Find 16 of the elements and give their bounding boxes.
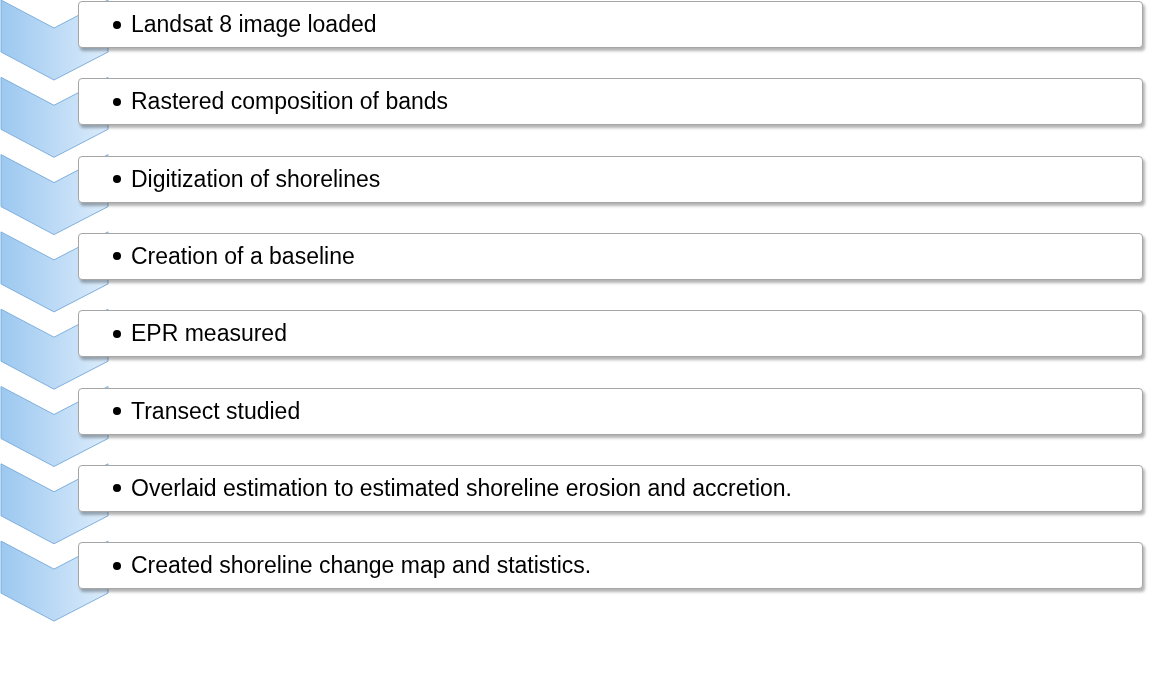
step-box <box>78 310 1143 358</box>
step-box <box>78 387 1143 435</box>
step-box <box>78 542 1143 590</box>
step-text: Created shoreline change map and statistics. <box>131 552 592 580</box>
step-text: Rastered composition of bands <box>131 88 449 116</box>
step-text: Transect studied <box>131 397 301 425</box>
step-text: EPR measured <box>131 320 287 348</box>
step-box <box>78 1 1143 48</box>
step-text: Creation of a baseline <box>131 242 355 270</box>
step-text: Overlaid estimation to estimated shoreline erosion and accretion. <box>131 474 792 502</box>
step-box <box>78 232 1143 280</box>
step-box <box>78 78 1143 126</box>
step-text: Digitization of shorelines <box>131 165 381 193</box>
step-box <box>78 464 1143 512</box>
step-text: Landsat 8 image loaded <box>131 11 377 38</box>
step-box <box>78 155 1143 203</box>
